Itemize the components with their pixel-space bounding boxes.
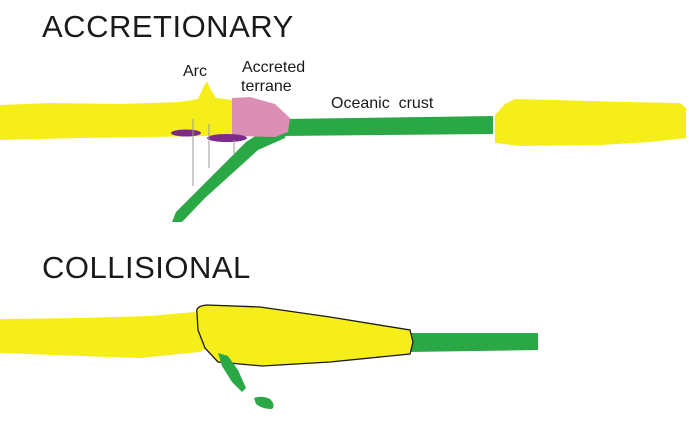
accreted-terrane-label-line2: terrane — [241, 78, 292, 95]
collisional-oceanic-crust — [408, 333, 538, 352]
magma-body — [171, 129, 201, 137]
detached-slab-fragment — [218, 353, 246, 392]
collisional-left-continent — [0, 312, 215, 358]
accretionary-title: ACCRETIONARY — [42, 9, 294, 44]
accreted-terrane-label-line1: Accreted — [242, 59, 306, 76]
accreted-terrane-block — [232, 97, 290, 137]
accretionary-right-continent — [495, 99, 686, 146]
arc-label: Arc — [183, 63, 207, 80]
accretionary-left-continent — [0, 81, 234, 140]
accretionary-subducting-slab — [172, 126, 288, 222]
detached-slab-fragment — [254, 396, 274, 409]
oceanic-crust-label: Oceanic crust — [331, 95, 434, 112]
magma-body — [207, 134, 247, 142]
collisional-title: COLLISIONAL — [42, 250, 251, 285]
accretionary-oceanic-crust — [282, 116, 493, 136]
collisional-overriding-continent — [196, 304, 414, 367]
